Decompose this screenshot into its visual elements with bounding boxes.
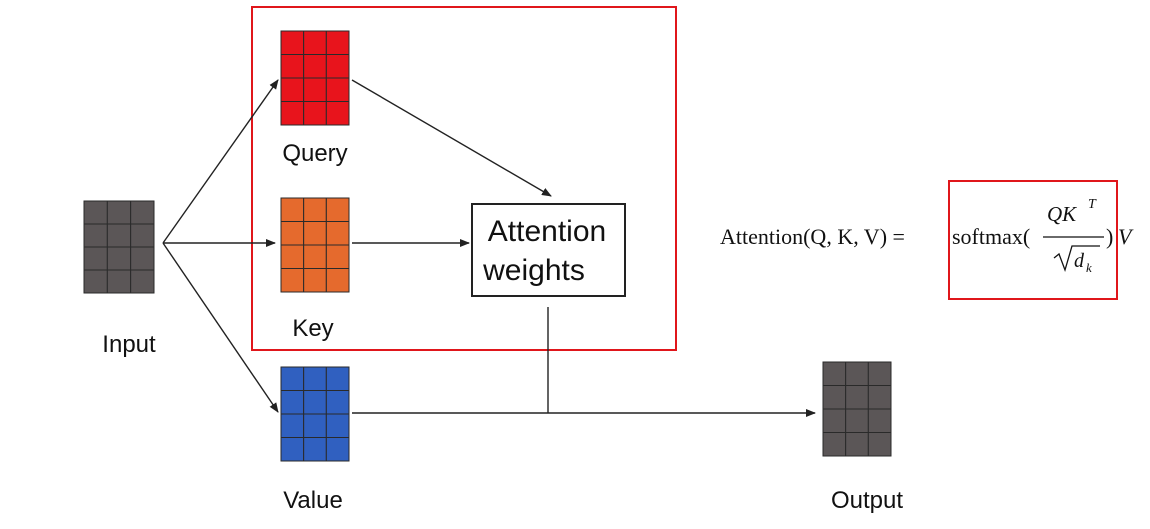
value-label: Value [283, 487, 343, 514]
value-matrix-cell [303, 366, 327, 391]
value-matrix-cell [325, 413, 350, 438]
input-matrix-cell [130, 246, 155, 271]
input-matrix-cell [130, 269, 155, 294]
value-matrix-cell [303, 437, 327, 462]
key-matrix-cell [325, 197, 350, 222]
output-matrix-cell [867, 385, 892, 410]
query-matrix-cell [303, 77, 327, 102]
output-label: Output [831, 487, 903, 514]
query-matrix-cell [280, 77, 305, 102]
output-matrix-cell [822, 361, 847, 386]
output-matrix-cell [822, 385, 847, 410]
formula-denominator: d [1074, 250, 1085, 272]
value-matrix-cell [325, 366, 350, 391]
value-matrix-cell [303, 413, 327, 438]
query-matrix-cell [325, 30, 350, 55]
value-matrix-cell [325, 390, 350, 415]
output-matrix-cell [822, 432, 847, 457]
value-matrix-cell [280, 413, 305, 438]
attention-weights-box [471, 203, 626, 297]
input-matrix-cell [130, 223, 155, 248]
input-label: Input [102, 331, 156, 358]
value-matrix-cell [280, 366, 305, 391]
output-matrix-cell [822, 408, 847, 433]
input-matrix-cell [130, 200, 155, 225]
output-matrix-cell [845, 361, 869, 386]
key-matrix-cell [303, 221, 327, 246]
input-matrix-cell [106, 200, 132, 225]
query-matrix-cell [303, 54, 327, 79]
formula-softmax: softmax( [952, 224, 1030, 249]
query-matrix-cell [325, 101, 350, 126]
key-matrix-cell [325, 244, 350, 269]
formula-lhs: Attention(Q, K, V) = [720, 224, 905, 249]
input-matrix-cell [83, 246, 108, 271]
output-matrix-cell [867, 408, 892, 433]
formula-trailing-v: V [1118, 224, 1134, 249]
input-matrix-cell [106, 269, 132, 294]
query-matrix-cell [280, 54, 305, 79]
query-matrix [280, 30, 350, 126]
output-matrix [822, 361, 892, 457]
key-matrix-cell [325, 268, 350, 293]
formula-denominator-sub: k [1086, 260, 1092, 275]
attention-weights-line2: weights [482, 254, 585, 287]
attention-weights-line1: Attention [488, 215, 606, 248]
key-matrix-cell [303, 268, 327, 293]
input-matrix-cell [106, 223, 132, 248]
key-matrix-cell [325, 221, 350, 246]
output-matrix-cell [845, 432, 869, 457]
value-matrix-cell [280, 437, 305, 462]
query-matrix-cell [303, 101, 327, 126]
query-matrix-cell [280, 101, 305, 126]
formula-numerator: QK [1047, 202, 1077, 226]
query-matrix-cell [325, 77, 350, 102]
arrow-query-to-attention [351, 79, 552, 197]
arrow-input-to-query [162, 79, 279, 244]
key-label: Key [292, 315, 333, 342]
input-matrix-cell [106, 246, 132, 271]
output-matrix-cell [867, 432, 892, 457]
key-matrix-cell [303, 197, 327, 222]
arrow-input-to-value [162, 242, 279, 413]
output-matrix-cell [845, 408, 869, 433]
query-matrix-cell [280, 30, 305, 55]
key-matrix-cell [280, 221, 305, 246]
output-matrix-cell [867, 361, 892, 386]
input-matrix-cell [83, 223, 108, 248]
key-matrix-cell [303, 244, 327, 269]
input-matrix-cell [83, 269, 108, 294]
value-matrix-cell [303, 390, 327, 415]
output-matrix-cell [845, 385, 869, 410]
value-matrix-cell [325, 437, 350, 462]
value-matrix-cell [280, 390, 305, 415]
formula-sqrt-sign [1053, 245, 1100, 273]
key-matrix-cell [280, 268, 305, 293]
query-matrix-cell [303, 30, 327, 55]
attention-formula: Attention(Q, K, V) = softmax( QK T d k )… [720, 197, 1134, 275]
key-matrix-cell [280, 244, 305, 269]
value-matrix [280, 366, 350, 462]
key-matrix [280, 197, 350, 293]
softmax-highlight-box [948, 180, 1118, 300]
query-matrix-cell [325, 54, 350, 79]
formula-close-paren: ) [1106, 224, 1113, 249]
qk-highlight-box [251, 6, 677, 351]
formula-numerator-sup: T [1088, 197, 1097, 212]
input-matrix [83, 200, 155, 294]
input-matrix-cell [83, 200, 108, 225]
query-label: Query [282, 140, 347, 167]
key-matrix-cell [280, 197, 305, 222]
